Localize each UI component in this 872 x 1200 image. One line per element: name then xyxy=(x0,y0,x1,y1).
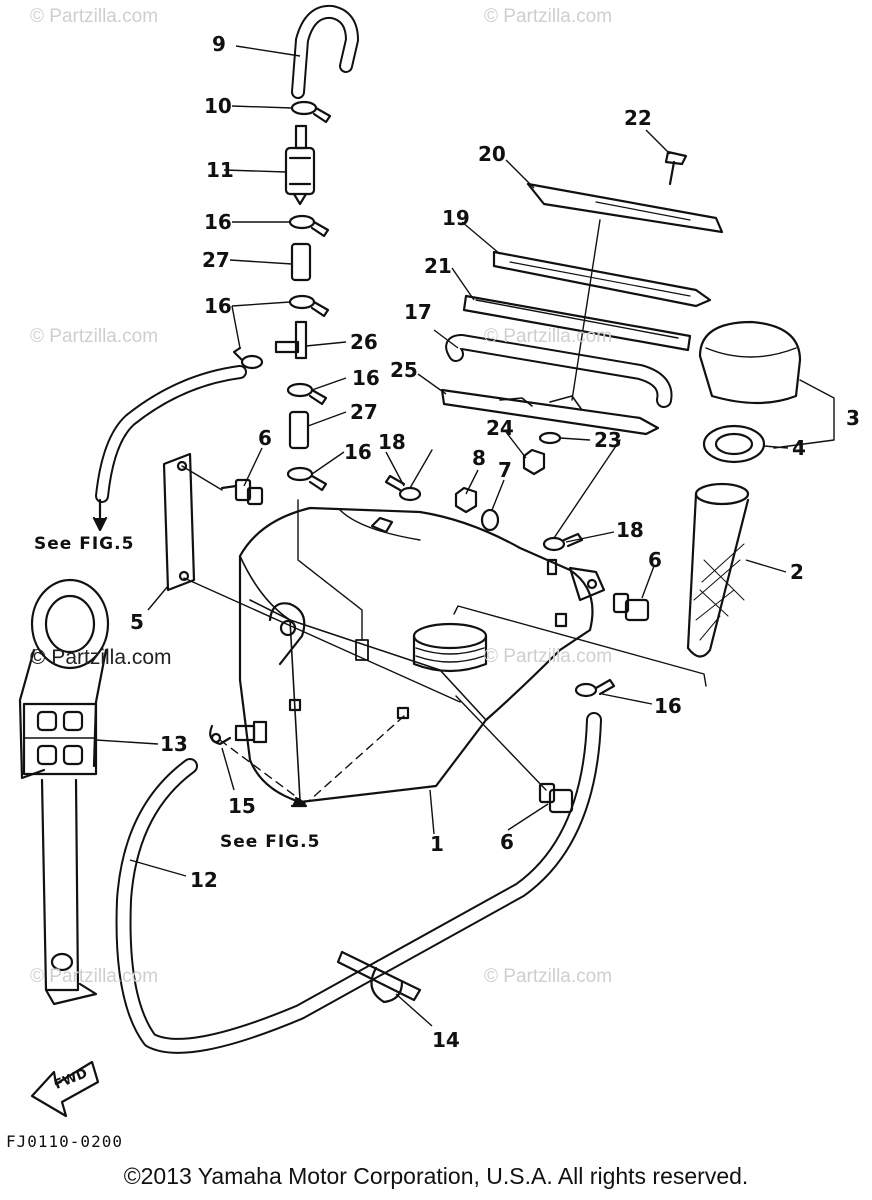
long-hose xyxy=(115,712,602,1054)
watermark: © Partzilla.com xyxy=(484,966,613,987)
hose-clip-18-right xyxy=(542,532,584,552)
callout-19: 19 xyxy=(442,206,470,230)
callout-9: 9 xyxy=(212,32,226,56)
callout-18: 18 xyxy=(616,518,644,542)
cable-tie xyxy=(336,950,422,1004)
callout-16: 16 xyxy=(344,440,372,464)
hose-clip-16-right xyxy=(574,678,616,698)
callout-27: 27 xyxy=(350,400,378,424)
hose-clip-16-middle xyxy=(288,294,330,318)
oil-tank xyxy=(238,506,606,804)
hose-clip-15 xyxy=(209,720,268,746)
nut-8 xyxy=(454,486,478,514)
short-hose-27-bottom xyxy=(288,410,310,450)
hose-clip-10 xyxy=(290,100,332,124)
figure-code: FJ0110-0200 xyxy=(6,1132,123,1151)
see-fig-note-bottom: See FIG.5 xyxy=(220,832,321,852)
strainer xyxy=(686,482,750,658)
curved-hose-17 xyxy=(445,334,673,408)
plate-20 xyxy=(526,182,724,234)
copyright-notice: ©2013 Yamaha Motor Corporation, U.S.A. A… xyxy=(123,1163,749,1189)
cap-gasket xyxy=(702,424,766,464)
callout-7: 7 xyxy=(498,458,512,482)
callout-18: 18 xyxy=(378,430,406,454)
see-fig-note-left: See FIG.5 xyxy=(34,534,135,554)
hose-clip-16-tank xyxy=(286,466,328,492)
holder-bracket xyxy=(18,578,110,1006)
fuel-filter xyxy=(284,124,316,206)
callout-27: 27 xyxy=(202,248,230,272)
callout-12: 12 xyxy=(190,868,218,892)
gasket-21 xyxy=(462,294,692,352)
bolt-6-bottom xyxy=(538,782,574,814)
screw-22 xyxy=(664,150,688,186)
watermark: © Partzilla.com xyxy=(30,326,159,347)
callout-23: 23 xyxy=(594,428,622,452)
callout-6: 6 xyxy=(648,548,662,572)
callout-16: 16 xyxy=(352,366,380,390)
callout-14: 14 xyxy=(432,1028,460,1052)
plate-19 xyxy=(492,250,712,308)
callout-10: 10 xyxy=(204,94,232,118)
callout-2: 2 xyxy=(790,560,804,584)
callout-3: 3 xyxy=(846,406,860,430)
callout-4: 4 xyxy=(792,436,806,460)
washer-23 xyxy=(538,431,562,445)
bolt-6-right xyxy=(612,592,650,622)
callout-8: 8 xyxy=(472,446,486,470)
hose-clip-16-left xyxy=(232,346,264,370)
bolt-6-top xyxy=(220,478,264,506)
callout-16: 16 xyxy=(204,294,232,318)
callout-20: 20 xyxy=(478,142,506,166)
watermark: © Partzilla.com xyxy=(30,966,159,987)
callout-16: 16 xyxy=(654,694,682,718)
callout-13: 13 xyxy=(160,732,188,756)
nut-24 xyxy=(522,448,546,476)
callout-21: 21 xyxy=(424,254,452,278)
callout-22: 22 xyxy=(624,106,652,130)
callout-16: 16 xyxy=(204,210,232,234)
short-hose-27-top xyxy=(290,242,312,282)
callout-24: 24 xyxy=(486,416,514,440)
watermark: © Partzilla.com xyxy=(484,646,613,667)
filler-cap xyxy=(698,320,802,405)
callout-17: 17 xyxy=(404,300,432,324)
callout-5: 5 xyxy=(130,610,144,634)
watermark: © Partzilla.com xyxy=(30,6,159,27)
callout-6: 6 xyxy=(500,830,514,854)
washer-7 xyxy=(480,508,500,532)
callout-6: 6 xyxy=(258,426,272,450)
callout-26: 26 xyxy=(350,330,378,354)
callout-25: 25 xyxy=(390,358,418,382)
callout-15: 15 xyxy=(228,794,256,818)
bracket-plate xyxy=(162,452,196,592)
watermark: © Partzilla.com xyxy=(484,6,613,27)
t-joint xyxy=(274,320,308,360)
strip-25 xyxy=(440,388,660,436)
callout-1: 1 xyxy=(430,832,444,856)
watermark: © Partzilla.com xyxy=(484,326,613,347)
hose-clip-16-top xyxy=(288,214,330,238)
watermark: © Partzilla.com xyxy=(30,646,172,669)
fwd-arrow xyxy=(30,1060,100,1118)
callout-11: 11 xyxy=(206,158,234,182)
